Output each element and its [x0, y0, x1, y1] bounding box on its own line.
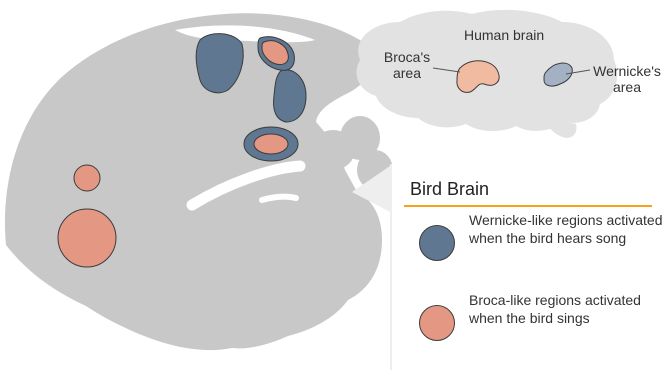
broca-like-region [58, 209, 116, 267]
cerebellum-fold [304, 234, 356, 282]
broca-area-label: Broca's area [378, 49, 436, 81]
human-brain-title: Human brain [464, 27, 544, 43]
legend-divider [404, 205, 652, 207]
legend-panel: Bird Brain Wernicke-like regions activat… [390, 164, 671, 370]
legend-text-broca-like: Broca-like regions activated when the bi… [469, 291, 669, 327]
brain-fissure-lower [262, 197, 296, 200]
cerebellum-fold [280, 196, 324, 244]
legend-title: Bird Brain [410, 178, 489, 200]
legend-swatch-wernicke-like [419, 225, 455, 261]
legend-swatch-broca-like [419, 305, 455, 341]
legend-text-wernicke-like: Wernicke-like regions activated when the… [469, 211, 669, 247]
broca-like-region [254, 134, 288, 154]
broca-like-region [74, 165, 100, 191]
wernicke-area-label: Wernicke's area [588, 63, 666, 95]
